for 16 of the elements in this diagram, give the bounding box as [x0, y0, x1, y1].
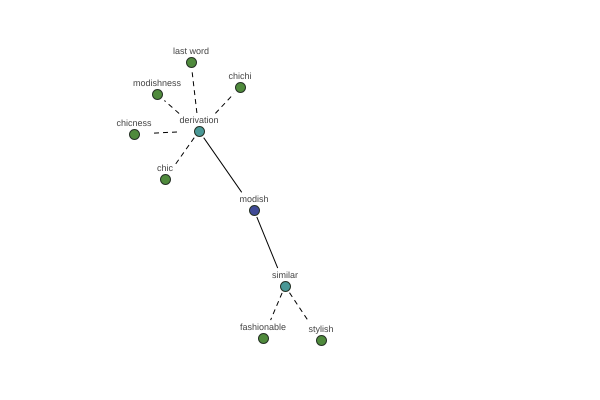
node-label: modishness — [132, 78, 182, 88]
node-label: similar — [271, 270, 299, 280]
dashed-connector — [174, 137, 195, 166]
dashed-connector — [270, 292, 283, 321]
node-label: derivation — [178, 114, 220, 124]
node-label: modish — [238, 194, 270, 204]
connector-line — [203, 137, 242, 193]
node-label: last word — [172, 46, 210, 56]
node-label: chichi — [228, 70, 253, 80]
connector-line — [256, 216, 278, 269]
node-label: fashionable — [239, 322, 288, 332]
dashed-connector — [154, 132, 178, 134]
node-label: chic — [156, 162, 174, 172]
node-label: chicness — [116, 118, 153, 128]
node-label: stylish — [308, 324, 335, 334]
dashed-connector — [164, 100, 180, 114]
